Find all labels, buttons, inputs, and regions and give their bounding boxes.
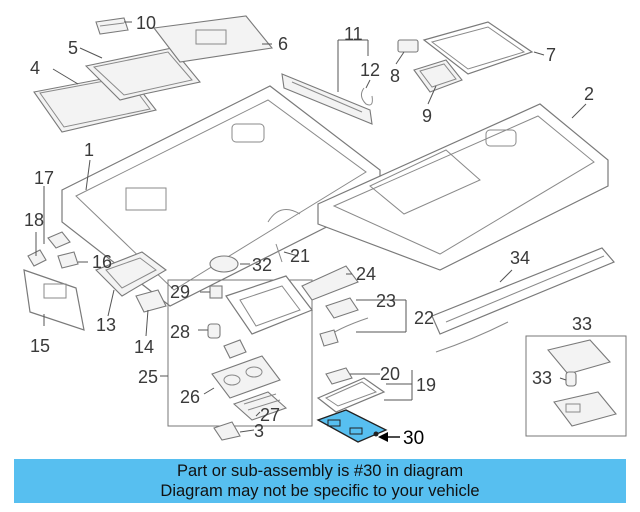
part-28-bulb <box>207 323 221 339</box>
callout-1: 1 <box>84 140 94 160</box>
callout-12: 12 <box>360 60 380 80</box>
part-30-highlighted <box>316 409 388 443</box>
part-9-lens <box>413 59 463 93</box>
callout-19: 19 <box>416 375 436 395</box>
callout-7: 7 <box>546 45 556 65</box>
callout-31: 32 <box>252 255 272 275</box>
part-19-lamp <box>316 377 386 413</box>
callout-15: 15 <box>30 336 50 356</box>
callout-20: 20 <box>380 364 400 384</box>
part-11-rail <box>281 73 373 125</box>
part-13-console <box>95 251 167 297</box>
callout-labels: 10 5 6 4 11 12 7 8 9 2 1 17 18 16 32 21 … <box>24 13 594 449</box>
callout-26: 26 <box>180 387 200 407</box>
part-8-clip <box>397 39 419 53</box>
callout-25: 25 <box>138 367 158 387</box>
callout-34: 34 <box>510 248 530 268</box>
callout-28: 28 <box>170 322 190 342</box>
callout-8: 8 <box>390 66 400 86</box>
callout-2: 2 <box>584 84 594 104</box>
part-32-console <box>547 339 617 427</box>
part-29-cap <box>209 285 223 299</box>
part-18-clip <box>27 249 47 267</box>
part-25-overhead-console <box>223 275 313 359</box>
part-15-sunvisor <box>23 269 85 331</box>
group-25-box <box>167 279 313 427</box>
banner-line-part: Part or sub-assembly is #30 in diagram <box>176 462 464 480</box>
callout-13: 13 <box>96 315 116 335</box>
part-7-frame <box>422 21 534 75</box>
callout-22: 22 <box>414 308 434 328</box>
exploded-parts-diagram: 10 5 6 4 11 12 7 8 9 2 1 17 18 16 32 21 … <box>23 13 627 449</box>
callout-24: 24 <box>356 264 376 284</box>
callout-29: 29 <box>170 282 190 302</box>
part-31-lamp <box>209 255 239 273</box>
callout-16: 16 <box>92 252 112 272</box>
part-21-handle <box>267 209 301 263</box>
part-5-pad <box>84 47 201 101</box>
banner-line-disclaimer: Diagram may not be specific to your vehi… <box>160 482 480 500</box>
part-16-hook <box>57 251 79 269</box>
callout-17: 17 <box>34 168 54 188</box>
callout-14: 14 <box>134 337 154 357</box>
part-2-headliner <box>317 103 609 271</box>
part-27-grille <box>232 391 288 421</box>
info-banner: Part or sub-assembly is #30 in diagram D… <box>14 459 626 503</box>
callout-21: 21 <box>290 246 310 266</box>
callout-5: 5 <box>68 38 78 58</box>
part-14-switch <box>135 289 167 313</box>
part-20-lens <box>325 367 353 385</box>
callout-32: 33 <box>572 314 592 334</box>
part-3-clip <box>213 421 241 441</box>
part-17-clip <box>47 231 71 249</box>
part-33-bulb <box>565 371 577 387</box>
callout-4: 4 <box>30 58 40 78</box>
callout-11: 11 <box>344 24 363 44</box>
part-30-arrow <box>378 432 400 442</box>
part-12-hook <box>360 87 373 106</box>
part-26-lens <box>211 355 281 399</box>
callout-10: 10 <box>136 13 156 33</box>
part-23-harness <box>319 297 369 347</box>
part-34-rail <box>431 247 615 353</box>
callout-3: 3 <box>254 421 264 441</box>
callout-30-highlighted: 30 <box>403 428 424 449</box>
part-10-lamp <box>95 17 129 35</box>
callout-27: 27 <box>260 405 280 425</box>
callout-6: 6 <box>278 34 288 54</box>
part-6-pad <box>152 15 274 63</box>
callout-23: 23 <box>376 291 396 311</box>
part-24-bracket <box>301 265 359 301</box>
group-32-box <box>525 335 627 437</box>
callout-33: 33 <box>532 368 552 388</box>
callout-9: 9 <box>422 106 432 126</box>
callout-18: 18 <box>24 210 44 230</box>
leader-lines <box>35 21 587 433</box>
